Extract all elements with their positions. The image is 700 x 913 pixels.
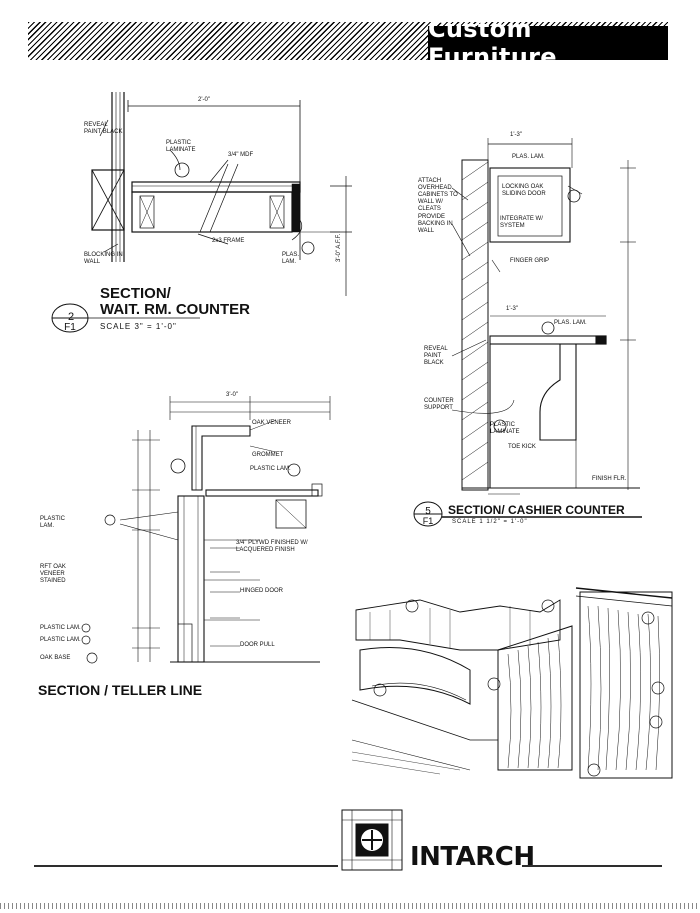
cashier-counter-drawing	[451, 138, 640, 495]
teller-note-plastic-lam-d: PLASTIC LAM.	[40, 637, 81, 643]
intarch-logo-mark	[341, 809, 403, 871]
waiting-dim-width: 2'-0"	[198, 97, 210, 103]
cashier-note-plastic-laminate: PLASTIC LAMINATE	[490, 422, 520, 435]
cashier-section-title: SECTION/ CASHIER COUNTER	[448, 503, 625, 517]
teller-note-plastic-lam-c: PLASTIC LAM.	[40, 625, 81, 631]
cashier-note-plas-lam-mid: PLAS. LAM.	[554, 320, 587, 326]
cashier-note-backing: PROVIDE BACKING IN WALL	[418, 214, 453, 234]
waiting-counter-drawing	[91, 92, 352, 296]
cashier-dim-top: 1'-3"	[510, 132, 522, 138]
teller-line-drawing	[81, 396, 331, 664]
teller-note-grommet: GROMMET	[252, 452, 284, 458]
waiting-section-bubble	[51, 303, 200, 333]
waiting-sheet-number: F1	[64, 322, 76, 333]
waiting-dim-height: 3'-0" A.F.F.	[336, 233, 342, 262]
teller-note-rft-oak: RFT OAK VENEER STAINED	[40, 564, 66, 584]
cashier-note-attach: ATTACH OVERHEAD CABINETS TO WALL W/ CLEA…	[418, 178, 458, 212]
cashier-sheet-number: F1	[422, 516, 434, 526]
waiting-section-title-2: WAIT. RM. COUNTER	[100, 301, 250, 318]
cashier-note-plas-lam-top: PLAS. LAM.	[512, 154, 545, 160]
intarch-logo-text: INTARCH	[410, 842, 535, 872]
cashier-dim-counter: 1'-3"	[506, 306, 518, 312]
teller-section-title: SECTION / TELLER LINE	[38, 682, 203, 698]
teller-dim-top: 3'-0"	[226, 392, 238, 398]
waiting-note-mdf: 3/4" MDF	[228, 152, 254, 158]
cashier-note-finger-grip: FINGER GRIP	[510, 258, 550, 264]
waiting-section-title-1: SECTION/	[100, 285, 171, 302]
cashier-note-support: COUNTER SUPPORT	[424, 398, 454, 411]
cashier-note-reveal: REVEAL PAINT BLACK	[424, 346, 448, 366]
cashier-note-finish-floor: FINISH FLR.	[592, 476, 627, 482]
cashier-note-door: LOCKING OAK SLIDING DOOR	[502, 184, 546, 197]
waiting-note-blocking: BLOCKING IN WALL	[84, 252, 123, 265]
cashier-note-integrate: INTEGRATE W/ SYSTEM	[500, 216, 543, 229]
waiting-note-reveal: REVEAL PAINT BLACK	[84, 122, 123, 135]
cashier-note-toe-kick: TOE KICK	[508, 444, 536, 450]
teller-note-door-pull: DOOR PULL	[240, 642, 275, 648]
waiting-scale: SCALE 3" = 1'-0"	[100, 322, 177, 331]
teller-note-plastic-lam-a: PLASTIC LAM.	[250, 466, 291, 472]
cashier-section-number: 5	[425, 506, 431, 517]
waiting-note-frame: 2x3 FRAME	[212, 238, 245, 244]
teller-note-plastic-lam-b: PLASTIC LAM.	[40, 516, 66, 529]
scan-edge-dots	[0, 903, 700, 909]
teller-note-oak-veneer: OAK VENEER	[252, 420, 292, 426]
teller-note-hinged-door: HINGED DOOR	[240, 588, 284, 594]
teller-note-plywood: 3/4" PLYWD FINISHED W/ LACQUERED FINISH	[236, 540, 308, 553]
waiting-note-plastic-laminate: PLASTIC LAMINATE	[166, 140, 196, 153]
teller-note-oak-base: OAK BASE	[40, 655, 71, 661]
perspective-sketch	[351, 587, 673, 779]
cashier-section-bubble	[413, 501, 642, 527]
cashier-scale: SCALE 1 1/2" = 1'-0"	[452, 519, 528, 525]
waiting-note-plas-lam: PLAS. LAM.	[282, 252, 300, 265]
waiting-section-number: 2	[67, 311, 75, 323]
